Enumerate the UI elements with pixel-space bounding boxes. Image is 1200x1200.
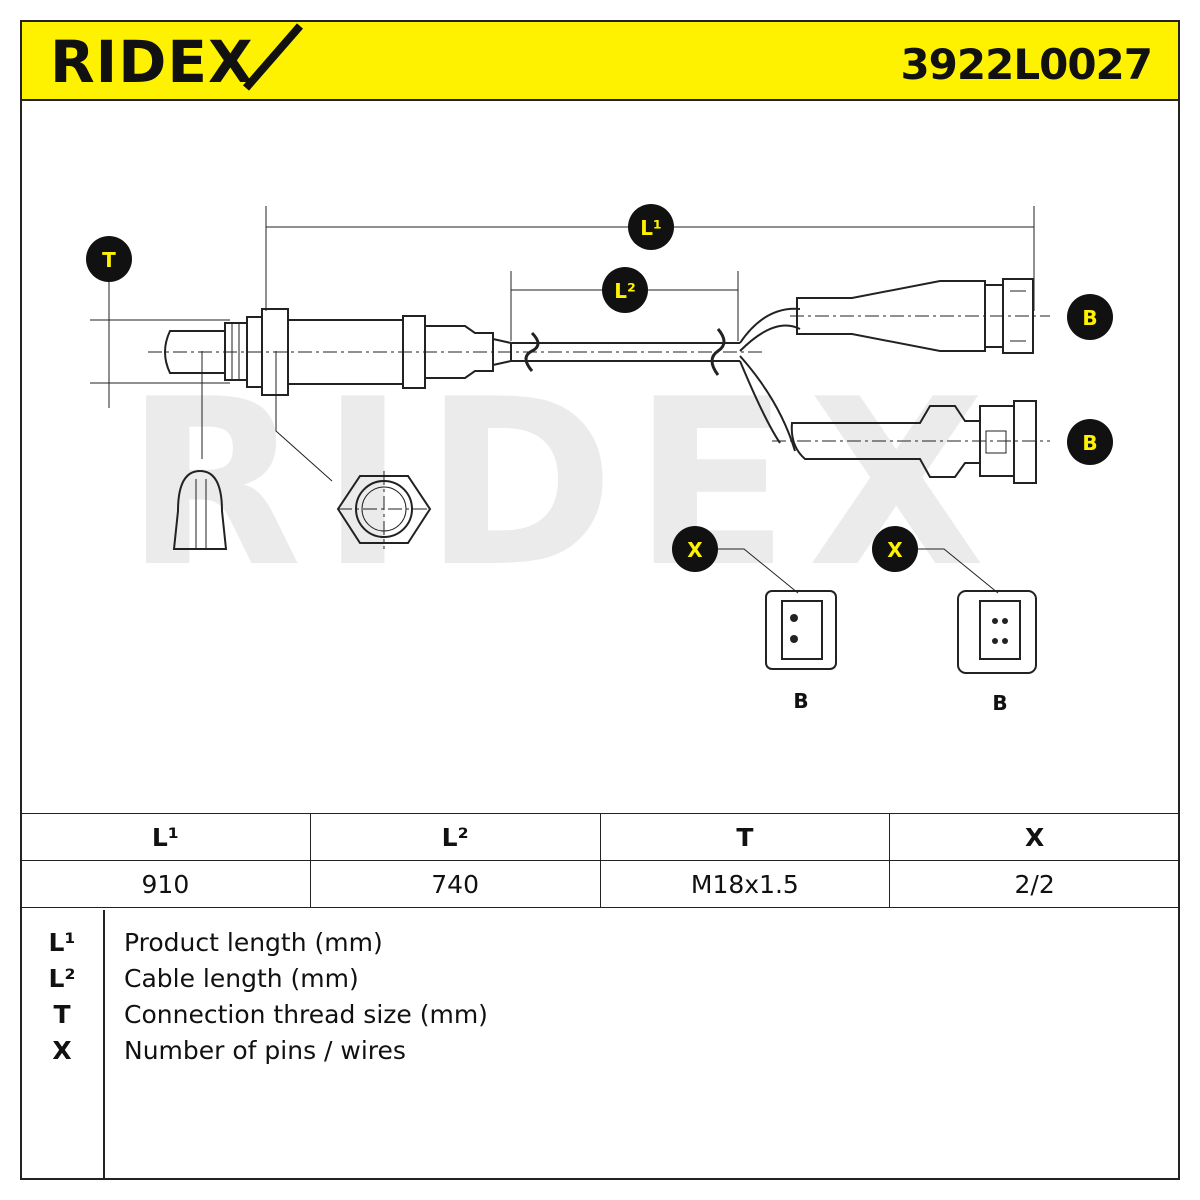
legend-description: Cable length (mm) xyxy=(124,964,359,993)
badge-x-left-label: X xyxy=(687,538,703,562)
spec-value-l1: 910 xyxy=(20,860,311,908)
pin-left-2 xyxy=(790,635,798,643)
leader-x-left xyxy=(715,548,799,594)
pin-view-left-face xyxy=(781,600,823,660)
badge-t-label: T xyxy=(102,248,116,272)
legend-description: Number of pins / wires xyxy=(124,1036,406,1065)
badge-b-upper: B xyxy=(1067,294,1113,340)
spec-value-l2: 740 xyxy=(309,860,601,908)
badge-b-lower-label: B xyxy=(1082,431,1097,455)
cable-break-left xyxy=(524,331,540,372)
badge-x-right-label: X xyxy=(887,538,903,562)
leader-nut xyxy=(275,351,333,482)
pin-right-2 xyxy=(1002,618,1008,624)
badge-b-lower: B xyxy=(1067,419,1113,465)
badge-l2: L² xyxy=(602,267,648,313)
spec-header-l1: L¹ xyxy=(20,813,311,861)
legend-key: L¹ xyxy=(48,928,76,957)
pin-left-1 xyxy=(790,614,798,622)
lower-connector-latch xyxy=(1013,400,1037,484)
legend-row: X Number of pins / wires xyxy=(20,1036,1180,1072)
sensor-tip xyxy=(164,330,226,374)
upper-connector-boot xyxy=(796,280,986,352)
legend-key: X xyxy=(52,1036,72,1065)
tip-cap-detail xyxy=(172,469,228,550)
spec-header-x: X xyxy=(889,813,1180,861)
wire-lower-b xyxy=(739,360,781,444)
legend-key: L² xyxy=(48,964,76,993)
sensor-boot xyxy=(424,325,494,379)
badge-l1: L¹ xyxy=(628,204,674,250)
spec-header-t: T xyxy=(599,813,891,861)
wire-upper-a xyxy=(739,307,801,344)
wire-upper-b xyxy=(739,324,801,352)
connector-label-right: B xyxy=(992,691,1007,715)
part-number: 3922L0027 xyxy=(900,40,1153,89)
legend-row: T Connection thread size (mm) xyxy=(20,1000,1180,1036)
legend-row: L¹ Product length (mm) xyxy=(20,928,1180,964)
legend-key: T xyxy=(53,1000,71,1029)
legend-row: L² Cable length (mm) xyxy=(20,964,1180,1000)
connector-label-left: B xyxy=(793,689,808,713)
sensor-diagram: RIDEX xyxy=(86,204,1113,715)
pin-right-4 xyxy=(1002,638,1008,644)
spec-value-t: M18x1.5 xyxy=(599,860,891,908)
pin-view-left xyxy=(765,590,837,670)
badge-b-upper-label: B xyxy=(1082,306,1097,330)
pin-view-right-face xyxy=(979,600,1021,660)
spec-header-l2: L² xyxy=(309,813,601,861)
pin-view-right xyxy=(957,590,1037,674)
badge-x-left: X xyxy=(672,526,718,572)
spec-value-x: 2/2 xyxy=(889,860,1180,908)
pin-right-3 xyxy=(992,638,998,644)
spec-table-value-row: 910 740 M18x1.5 2/2 xyxy=(20,860,1180,908)
legend-divider xyxy=(103,910,105,1180)
brand-logo-slash xyxy=(242,23,304,91)
legend-description: Connection thread size (mm) xyxy=(124,1000,488,1029)
lower-connector-boot xyxy=(790,405,981,478)
spec-table-header-row: L¹ L² T X xyxy=(20,813,1180,861)
watermark-text: RIDEX xyxy=(125,351,1003,618)
badge-l1-label: L¹ xyxy=(640,216,662,240)
wire-lower-a xyxy=(739,355,796,452)
brand-logo: RIDEX xyxy=(50,23,304,96)
spec-table: L¹ L² T X 910 740 M18x1.5 2/2 xyxy=(20,813,1180,908)
pin-right-1 xyxy=(992,618,998,624)
legend-description: Product length (mm) xyxy=(124,928,383,957)
brand-logo-text: RIDEX xyxy=(50,28,254,96)
badge-x-right: X xyxy=(872,526,918,572)
cable-break-right xyxy=(710,328,726,376)
legend: L¹ Product length (mm) L² Cable length (… xyxy=(20,910,1180,1180)
badge-l2-label: L² xyxy=(614,279,636,303)
header-bar: RIDEX 3922L0027 xyxy=(20,20,1180,101)
badge-t: T xyxy=(86,236,132,282)
leader-x-right xyxy=(915,548,999,594)
